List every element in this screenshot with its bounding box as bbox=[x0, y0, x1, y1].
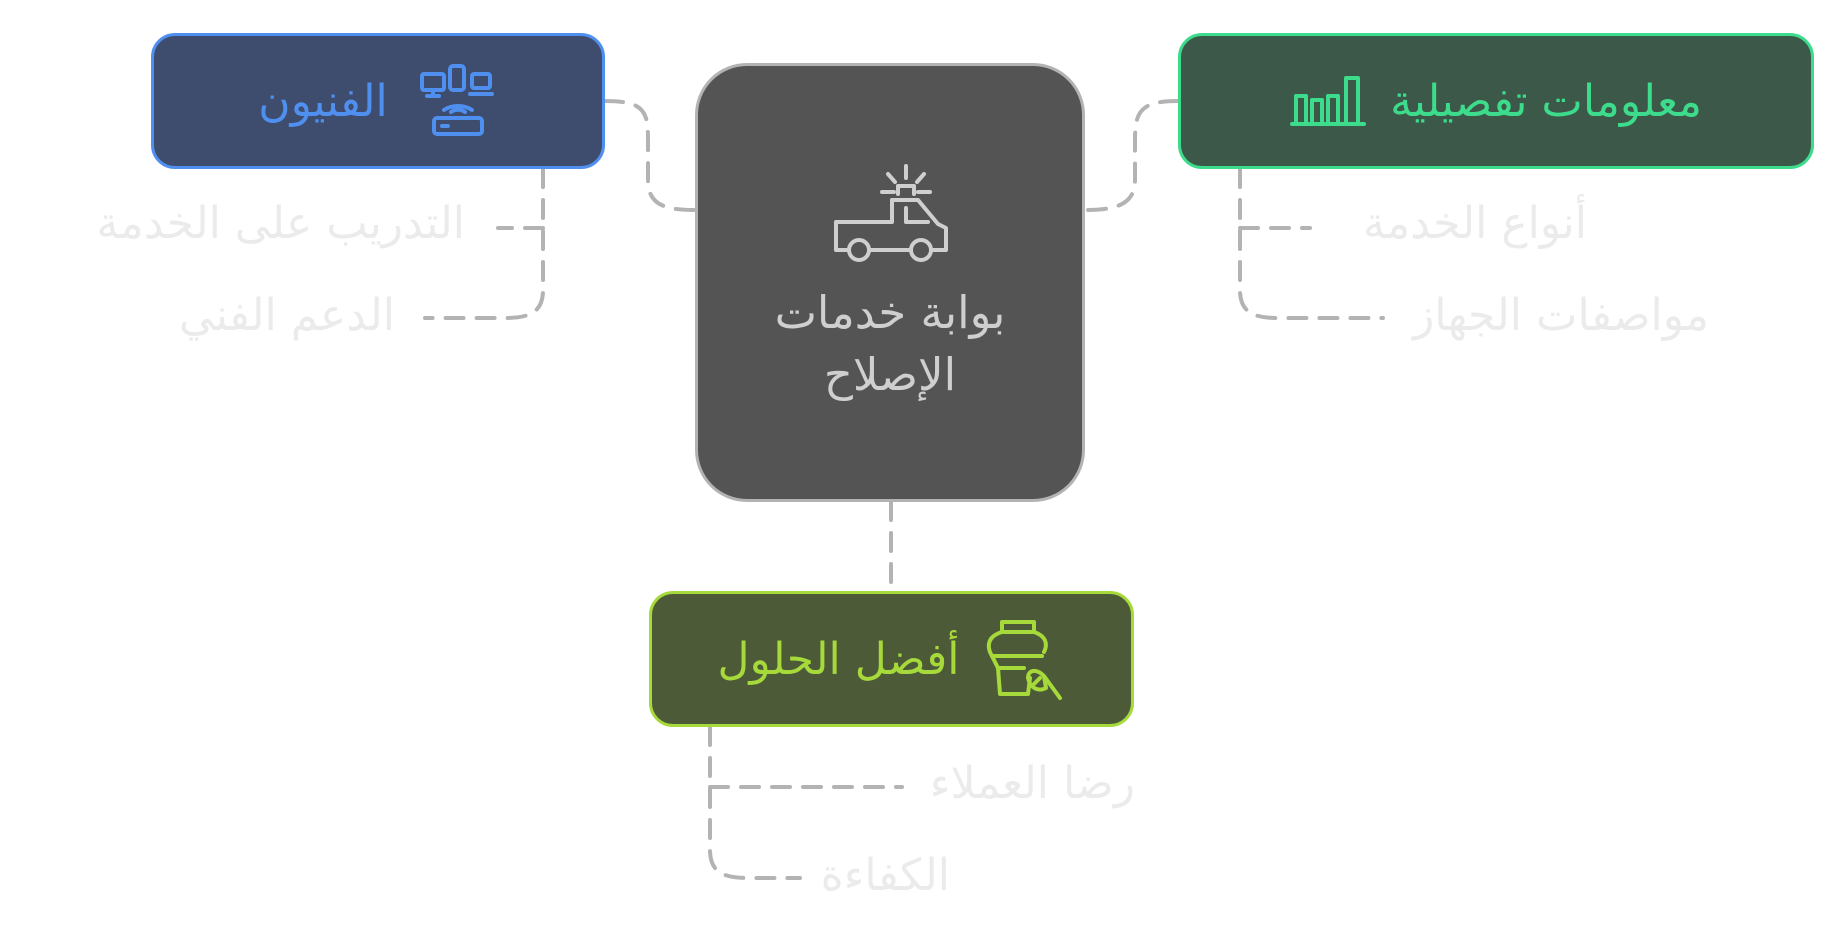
solutions-item: الكفاءة bbox=[820, 850, 950, 901]
bar-chart-icon bbox=[1290, 76, 1367, 126]
technicians-item: التدريب على الخدمة bbox=[96, 198, 465, 249]
solutions-title: أفضل الحلول bbox=[717, 633, 960, 685]
connector-solutions-items bbox=[708, 725, 802, 880]
tow-truck-icon bbox=[834, 163, 948, 262]
technicians-node[interactable]: الفنيون bbox=[151, 33, 605, 169]
solutions-item: رضا العملاء bbox=[929, 758, 1135, 809]
jar-broom-icon bbox=[986, 620, 1062, 700]
technicians-item: الدعم الفني bbox=[178, 290, 395, 341]
center-title: بوابة خدمات الإصلاح bbox=[774, 285, 1006, 401]
connector-technicians bbox=[603, 99, 697, 212]
connector-details-items bbox=[1238, 167, 1385, 320]
center-node[interactable]: بوابة خدمات الإصلاح bbox=[695, 63, 1085, 502]
details-title: معلومات تفصيلية bbox=[1390, 75, 1702, 127]
solutions-node[interactable]: أفضل الحلول bbox=[649, 591, 1134, 727]
connector-details bbox=[1083, 99, 1180, 212]
details-item: أنواع الخدمة bbox=[1363, 198, 1587, 249]
details-item: مواصفات الجهاز bbox=[1413, 290, 1709, 341]
technicians-title: الفنيون bbox=[258, 75, 388, 127]
devices-network-icon bbox=[419, 64, 494, 136]
details-node[interactable]: معلومات تفصيلية bbox=[1178, 33, 1814, 169]
